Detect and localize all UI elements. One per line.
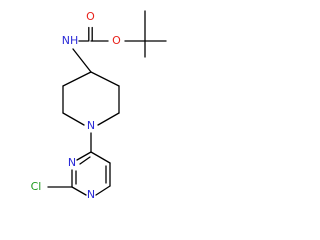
bond-pyr-c4-c5 bbox=[90, 151, 111, 164]
bond-pip-c2-n1 bbox=[97, 112, 120, 126]
atom-carbonyl-oxygen: O bbox=[86, 10, 95, 23]
bond-pip-n1-c6 bbox=[62, 112, 85, 126]
bond-pyr-c6-n1 bbox=[95, 185, 111, 196]
atom-amide-nitrogen: NH bbox=[62, 34, 79, 47]
bond-pip-c5-c4 bbox=[62, 71, 92, 87]
atom-pyrimidine-n1: N bbox=[87, 188, 95, 200]
atom-ester-oxygen: O bbox=[112, 34, 121, 47]
bond-pyr-n3-c4-inner bbox=[79, 156, 91, 165]
atom-labels: O O NH N N N Cl bbox=[31, 10, 122, 200]
bond-nh-piperidine-c4 bbox=[72, 48, 92, 73]
bond-pyr-n3-c4 bbox=[76, 151, 92, 161]
bond-pyr-n1-c2 bbox=[71, 186, 87, 196]
atom-chlorine: Cl bbox=[31, 180, 42, 193]
atom-piperidine-nitrogen: N bbox=[87, 119, 95, 132]
bonds bbox=[47, 10, 167, 196]
bond-pip-c4-c3 bbox=[90, 71, 120, 87]
molecule-structure-diagram: O O NH N N N Cl bbox=[31, 10, 167, 200]
atom-pyrimidine-n3: N bbox=[68, 156, 76, 169]
